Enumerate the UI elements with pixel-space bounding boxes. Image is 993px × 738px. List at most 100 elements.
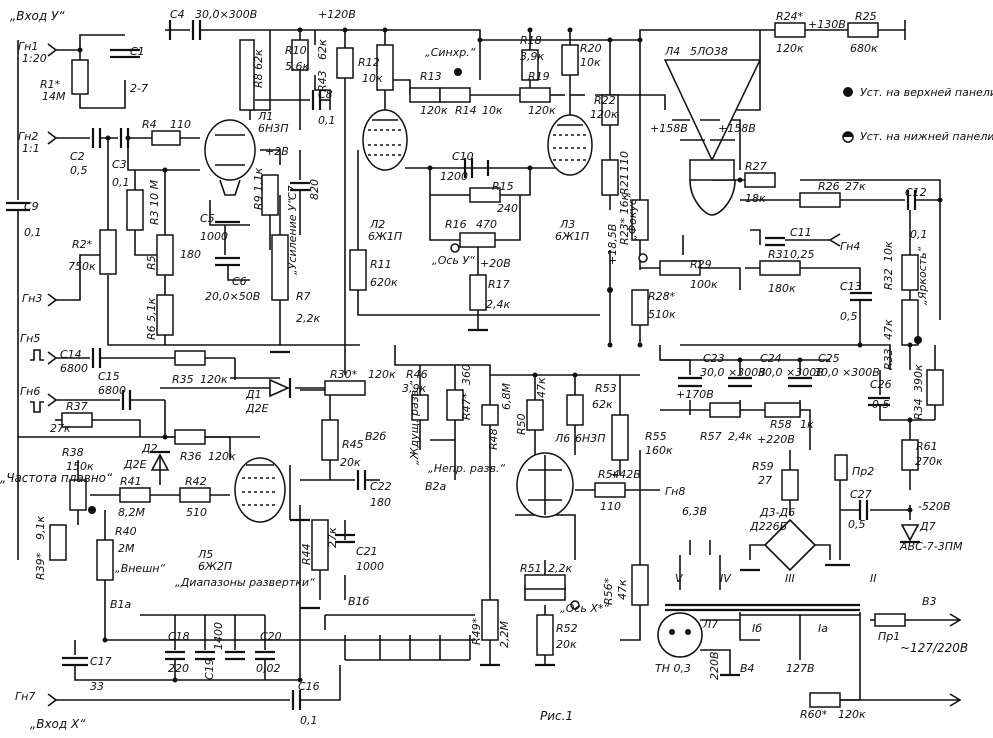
- r3-label: R3 10 М: [148, 179, 161, 225]
- r30-val: 120к: [368, 368, 396, 381]
- ctrl-chastota: „Частота плавно“: [0, 471, 113, 485]
- r20-val: 10к: [580, 56, 601, 69]
- r10-val: 5,6к: [285, 60, 309, 73]
- r25-body: [847, 22, 879, 38]
- sw-b4: В4: [740, 662, 755, 675]
- r31-body: [759, 260, 801, 276]
- c9-val: 0,1: [24, 226, 42, 239]
- r60-body: [809, 692, 841, 708]
- r49-val: 2,2М: [498, 621, 511, 648]
- r37-body: [61, 412, 93, 428]
- r38-label: R38: [62, 446, 84, 459]
- c11-label: C11: [790, 226, 812, 239]
- rail-minus520: -520В: [918, 500, 951, 513]
- c22-val: 180: [370, 496, 391, 509]
- c20-label: C20: [260, 630, 282, 643]
- r46-body: [411, 394, 429, 421]
- rail-v127: 127В: [786, 662, 815, 675]
- c22-label: C22: [370, 480, 392, 493]
- r41-body: [119, 487, 151, 503]
- r27-body: [744, 172, 776, 188]
- l3-label: Л3: [559, 218, 575, 231]
- r1-val: 14М: [42, 90, 66, 103]
- r19-val: 120к: [528, 104, 556, 117]
- r8-label: R8 62к: [252, 49, 265, 88]
- r50-val: 47к: [535, 377, 548, 398]
- rail-plus2: +2В: [265, 145, 289, 158]
- r45-val: 20к: [340, 456, 361, 469]
- vhod-x-label: „Вход Х“: [30, 717, 86, 731]
- r12-val: 10к: [362, 72, 383, 85]
- c19-val: 1400: [212, 622, 225, 650]
- grounds: [270, 328, 850, 677]
- r57-label: R57: [700, 430, 722, 443]
- c14-label: C14: [60, 348, 82, 361]
- r26-val: 27к: [845, 180, 866, 193]
- rail-plus130: +130В: [808, 18, 846, 31]
- r29-label: R29: [690, 258, 712, 271]
- c6-val: 20,0×50В: [205, 290, 260, 303]
- r10-label: R10: [285, 44, 307, 57]
- gn2-label: Гн2: [18, 130, 38, 143]
- c16-label: C16: [298, 680, 320, 693]
- c5-label: C5: [200, 212, 215, 225]
- r47-val: 360: [460, 364, 473, 385]
- r2-body: [99, 229, 117, 275]
- rail-plus158b: +158В: [718, 122, 756, 135]
- lower-panel-marker-fill: [843, 132, 853, 137]
- rail-plus185: +18,5В: [606, 224, 619, 265]
- c17-label: C17: [90, 655, 112, 668]
- r17-body: [469, 274, 487, 311]
- rail-plus42: +42В: [610, 468, 641, 481]
- r35-body: [174, 350, 206, 366]
- r27-label: R27: [745, 160, 767, 173]
- r40-val: 2М: [118, 542, 135, 555]
- r4-label: R4: [142, 118, 157, 131]
- r4-body: [151, 130, 181, 146]
- r56-body: [631, 564, 649, 606]
- r10-body: [291, 39, 309, 71]
- gn1-ratio: 1:20: [22, 52, 47, 65]
- wiring: [6, 20, 960, 710]
- r61-label: R61: [916, 440, 938, 453]
- r42-val: 510: [186, 506, 207, 519]
- r52-label: R52: [556, 622, 578, 635]
- r28-label: R28*: [648, 290, 676, 303]
- labels: „Вход У“ „Вход Х“ Гн1 1:20 Гн2 1:1 Гн3 Г…: [0, 8, 993, 731]
- c7-label: C7: [286, 185, 299, 200]
- c2-val: 0,5: [70, 164, 88, 177]
- c4-val: 30,0×300В: [195, 8, 257, 21]
- c21-val: 1000: [356, 560, 384, 573]
- r19-body: [519, 87, 551, 103]
- r35-label: R35: [172, 373, 194, 386]
- tr-w3: III: [785, 572, 795, 585]
- rail-v63: 6,3В: [682, 505, 707, 518]
- r17-val: 2,4к: [486, 298, 510, 311]
- r21-body: [601, 159, 619, 196]
- c14-val: 6800: [60, 362, 88, 375]
- r5-label: R5: [145, 255, 158, 270]
- c17-val: 33: [90, 680, 104, 693]
- r14-val: 10к: [482, 104, 503, 117]
- pulse-pos-icon: [30, 349, 44, 361]
- r59-body: [781, 469, 799, 501]
- ctrl-diapazony: „Диапазоны развертки“: [175, 576, 315, 589]
- sw-b2b: В2б: [365, 430, 387, 443]
- r48-label: R48: [487, 428, 500, 450]
- r55-val: 160к: [645, 444, 673, 457]
- l6-label: Л6: [554, 432, 570, 445]
- rail-plus120: +120В: [318, 8, 356, 21]
- r14-body: [439, 87, 471, 103]
- r58-label: R58: [770, 418, 792, 431]
- c2-label: C2: [70, 150, 85, 163]
- ctrl-nepr: „Непр. разв.“: [428, 462, 505, 475]
- r55-body: [611, 414, 629, 461]
- r32-body: [901, 254, 919, 291]
- tube-l1: [204, 119, 256, 196]
- r38-val: 150к: [66, 460, 94, 473]
- r38-body: [69, 479, 87, 511]
- l6-type: 6Н3П: [575, 432, 606, 445]
- c4-label: C4: [170, 8, 185, 21]
- c15-label: C15: [98, 370, 120, 383]
